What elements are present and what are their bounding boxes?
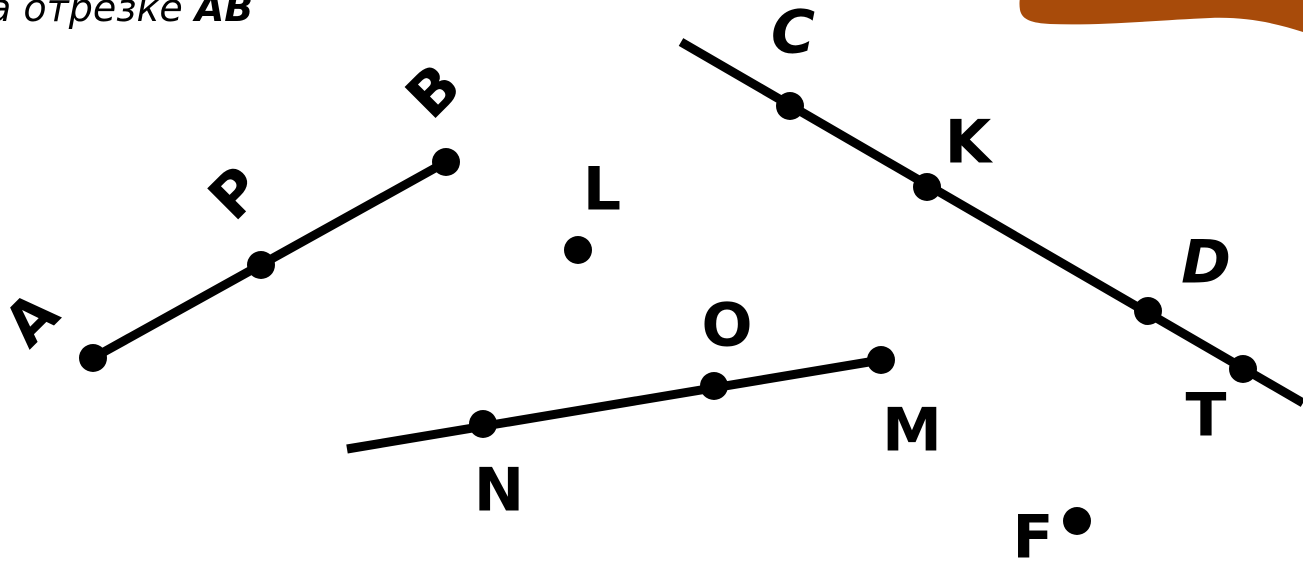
label-p: P	[195, 153, 276, 234]
point-k	[913, 173, 941, 201]
label-t: T	[1186, 381, 1227, 451]
ray-mon	[346, 355, 882, 454]
label-d: D	[1181, 228, 1231, 298]
orange-banner-shape	[1019, 0, 1303, 33]
point-m	[867, 346, 895, 374]
point-p	[247, 251, 275, 279]
label-l: L	[583, 155, 621, 225]
line-ckdt	[678, 38, 1303, 407]
label-b: B	[393, 51, 475, 133]
label-f: F	[1013, 503, 1054, 563]
point-b	[432, 148, 460, 176]
point-n	[469, 410, 497, 438]
label-n: N	[474, 456, 524, 526]
point-d	[1134, 297, 1162, 325]
label-a: A	[0, 278, 73, 361]
caption-prefix: а отрезке	[0, 0, 195, 30]
point-a	[79, 344, 107, 372]
point-l	[564, 236, 592, 264]
point-c	[776, 92, 804, 120]
caption-text: а отрезке AB	[0, 0, 253, 30]
point-o	[700, 372, 728, 400]
label-k: K	[945, 108, 994, 178]
point-t	[1229, 355, 1257, 383]
label-c: C	[771, 0, 815, 68]
point-f	[1063, 507, 1091, 535]
label-m: M	[882, 396, 942, 466]
label-o: O	[701, 291, 752, 361]
caption-segment-name: AB	[194, 0, 254, 30]
